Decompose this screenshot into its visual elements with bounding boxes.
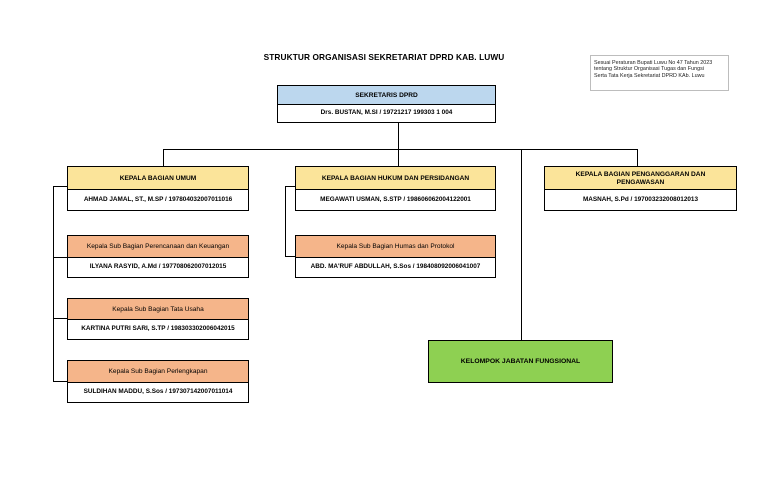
connector-line bbox=[163, 149, 638, 150]
sub-tata-usaha-box: Kepala Sub Bagian Tata Usaha KARTINA PUT… bbox=[67, 298, 249, 340]
bagian-anggaran-box: KEPALA BAGIAN PENGANGGARAN DAN PENGAWASA… bbox=[544, 166, 737, 211]
sub-perlengkapan-box: Kepala Sub Bagian Perlengkapan SULDIHAN … bbox=[67, 360, 249, 403]
fungsional-box: KELOMPOK JABATAN FUNGSIONAL bbox=[428, 340, 613, 383]
bagian-umum-title: KEPALA BAGIAN UMUM bbox=[68, 167, 248, 190]
sub-humas-title: Kepala Sub Bagian Humas dan Protokol bbox=[296, 236, 495, 258]
bagian-hukum-title: KEPALA BAGIAN HUKUM DAN PERSIDANGAN bbox=[296, 167, 495, 190]
sekretaris-box: SEKRETARIS DPRD Drs. BUSTAN, M.SI / 1972… bbox=[277, 85, 496, 123]
bagian-hukum-box: KEPALA BAGIAN HUKUM DAN PERSIDANGAN MEGA… bbox=[295, 166, 496, 211]
connector-line bbox=[637, 149, 638, 166]
connector-line bbox=[53, 186, 68, 187]
connector-line bbox=[53, 257, 68, 258]
sub-perlengkapan-title: Kepala Sub Bagian Perlengkapan bbox=[68, 361, 248, 383]
connector-line bbox=[285, 186, 286, 256]
bagian-anggaran-title: KEPALA BAGIAN PENGANGGARAN DAN PENGAWASA… bbox=[545, 167, 736, 190]
connector-line bbox=[53, 186, 54, 382]
bagian-umum-box: KEPALA BAGIAN UMUM AHMAD JAMAL, ST., M.S… bbox=[67, 166, 249, 211]
connector-line bbox=[398, 122, 399, 149]
sub-humas-name: ABD. MA'RUF ABDULLAH, S.Sos / 1984080920… bbox=[310, 263, 481, 271]
connector-line bbox=[163, 149, 164, 166]
sub-perencanaan-title: Kepala Sub Bagian Perencanaan dan Keuang… bbox=[68, 236, 248, 258]
connector-line bbox=[53, 381, 68, 382]
bagian-hukum-name: MEGAWATI USMAN, S.STP / 1986060620041220… bbox=[320, 195, 471, 203]
fungsional-title: KELOMPOK JABATAN FUNGSIONAL bbox=[460, 358, 581, 365]
note-line: Sesuai Peraturan Bupati Luwu No 47 Tahun… bbox=[594, 60, 713, 66]
sekretaris-name: Drs. BUSTAN, M.SI / 19721217 199303 1 00… bbox=[320, 109, 453, 117]
sub-perencanaan-name: ILYANA RASYID, A.Md / 197708062007012015 bbox=[89, 263, 227, 271]
connector-line bbox=[398, 149, 399, 166]
sub-tata-usaha-title: Kepala Sub Bagian Tata Usaha bbox=[68, 299, 248, 320]
connector-line bbox=[521, 149, 522, 340]
sub-humas-box: Kepala Sub Bagian Humas dan Protokol ABD… bbox=[295, 235, 496, 278]
chart-title: STRUKTUR ORGANISASI SEKRETARIAT DPRD KAB… bbox=[263, 52, 505, 62]
bagian-anggaran-name: MASNAH, S.Pd / 197003232008012013 bbox=[582, 195, 699, 203]
bagian-umum-name: AHMAD JAMAL, ST., M.SP / 197804032007011… bbox=[83, 195, 233, 203]
connector-line bbox=[53, 318, 68, 319]
sub-tata-usaha-name: KARTINA PUTRI SARI, S.TP / 1983033020060… bbox=[81, 325, 235, 333]
sekretaris-title: SEKRETARIS DPRD bbox=[278, 86, 495, 105]
note-line: Serta Tata Kerja Sekretariat DPRD KAb. L… bbox=[594, 72, 705, 79]
note-line: tentang Struktur Organisasi Tugas dan Fu… bbox=[594, 66, 704, 73]
sub-perencanaan-box: Kepala Sub Bagian Perencanaan dan Keuang… bbox=[67, 235, 249, 278]
connector-line bbox=[285, 186, 296, 187]
regulation-note: Sesuai Peraturan Bupati Luwu No 47 Tahun… bbox=[590, 55, 729, 91]
connector-line bbox=[285, 256, 296, 257]
sub-perlengkapan-name: SULDIHAN MADDU, S.Sos / 1973071420070110… bbox=[83, 388, 233, 396]
